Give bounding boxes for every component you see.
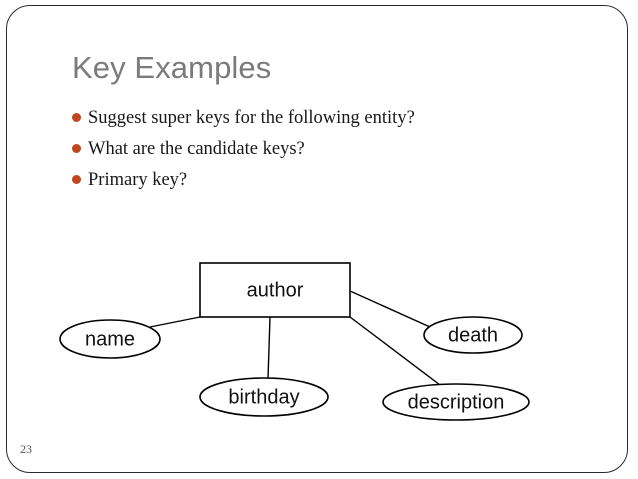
bullet-text: Primary key? xyxy=(88,170,188,190)
list-item: Primary key? xyxy=(72,168,572,193)
bullet-text: Suggest super keys for the following ent… xyxy=(88,108,415,128)
er-attribute-description xyxy=(382,383,530,421)
er-connection-author-description xyxy=(349,316,441,386)
er-attribute-birthday xyxy=(199,377,329,417)
er-attribute-name xyxy=(59,319,161,359)
er-connection-author-birthday xyxy=(267,316,271,380)
er-attribute-description-label: description xyxy=(408,391,505,413)
er-attribute-name-label: name xyxy=(85,328,135,350)
er-connection-author-death xyxy=(349,290,431,328)
canvas-right-margin xyxy=(629,0,638,479)
er-connection-author-name xyxy=(149,316,201,328)
er-attribute-birthday-label: birthday xyxy=(228,386,299,408)
list-item: Suggest super keys for the following ent… xyxy=(72,106,572,131)
bullet-dot-icon xyxy=(72,144,81,153)
page-number: 23 xyxy=(20,442,32,456)
bullet-dot-icon xyxy=(72,113,81,122)
bullet-list: Suggest super keys for the following ent… xyxy=(72,106,572,199)
bullet-dot-icon xyxy=(72,175,81,184)
list-item: What are the candidate keys? xyxy=(72,137,572,162)
bullet-text: What are the candidate keys? xyxy=(88,139,305,159)
er-attribute-death xyxy=(423,316,523,354)
page-title: Key Examples xyxy=(72,50,272,85)
er-entity-author xyxy=(199,262,351,318)
er-attribute-death-label: death xyxy=(448,324,498,346)
er-entity-author-label: author xyxy=(247,279,304,301)
